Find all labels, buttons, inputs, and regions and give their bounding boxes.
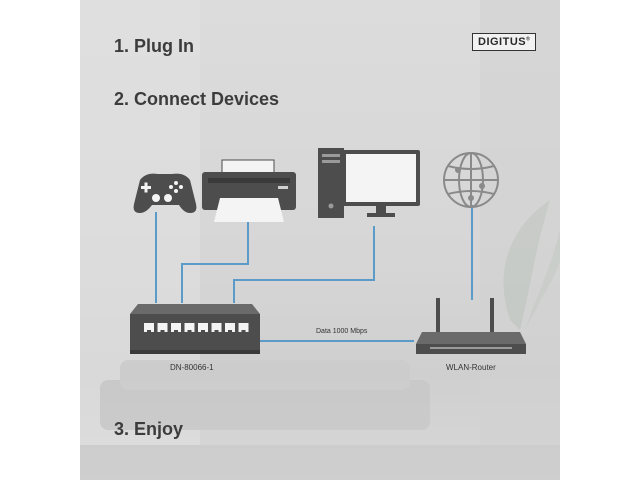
switch-port-notch [187, 330, 192, 332]
switch-label: DN-80066-1 [170, 363, 214, 372]
wifi-router-icon [416, 298, 526, 354]
brand-logo-text: DIGITUS [478, 36, 527, 48]
switch-port [198, 323, 208, 332]
switch-port-notch [174, 330, 178, 332]
switch-port-notch [201, 330, 205, 332]
switch-port-notch [241, 330, 246, 332]
globe-icon [443, 152, 499, 208]
router-label: WLAN-Router [446, 363, 496, 372]
brand-logo: DIGITUS® [472, 33, 537, 51]
diagram-panel: 1. Plug In 2. Connect Devices 3. Enjoy D… [80, 0, 560, 480]
switch-port-notch [214, 330, 219, 332]
step-connect-devices: 2. Connect Devices [114, 89, 280, 109]
switch-port [171, 323, 181, 332]
switch-port-notch [147, 330, 151, 332]
network-switch-icon [130, 304, 260, 354]
switch-port [238, 323, 249, 332]
switch-port [144, 323, 154, 332]
step-plug-in: 1. Plug In [114, 36, 195, 56]
cable-computer [233, 226, 375, 303]
switch-port [157, 323, 168, 332]
printer-icon [202, 159, 296, 222]
diagram-canvas [80, 0, 560, 480]
room-background [80, 0, 560, 480]
cable-lines [155, 205, 473, 342]
brand-registered-mark: ® [526, 36, 531, 43]
switch-ports [144, 323, 249, 332]
link-speed-label: Data 1000 Mbps [316, 328, 368, 335]
cable-printer [181, 222, 249, 303]
gamepad-icon [133, 173, 197, 213]
switch-port-notch [228, 330, 232, 332]
desktop-computer-icon [318, 148, 420, 218]
switch-port [184, 323, 195, 332]
switch-port-notch [160, 330, 165, 332]
switch-port [225, 323, 235, 332]
step-enjoy: 3. Enjoy [114, 419, 184, 439]
switch-port [211, 323, 222, 332]
